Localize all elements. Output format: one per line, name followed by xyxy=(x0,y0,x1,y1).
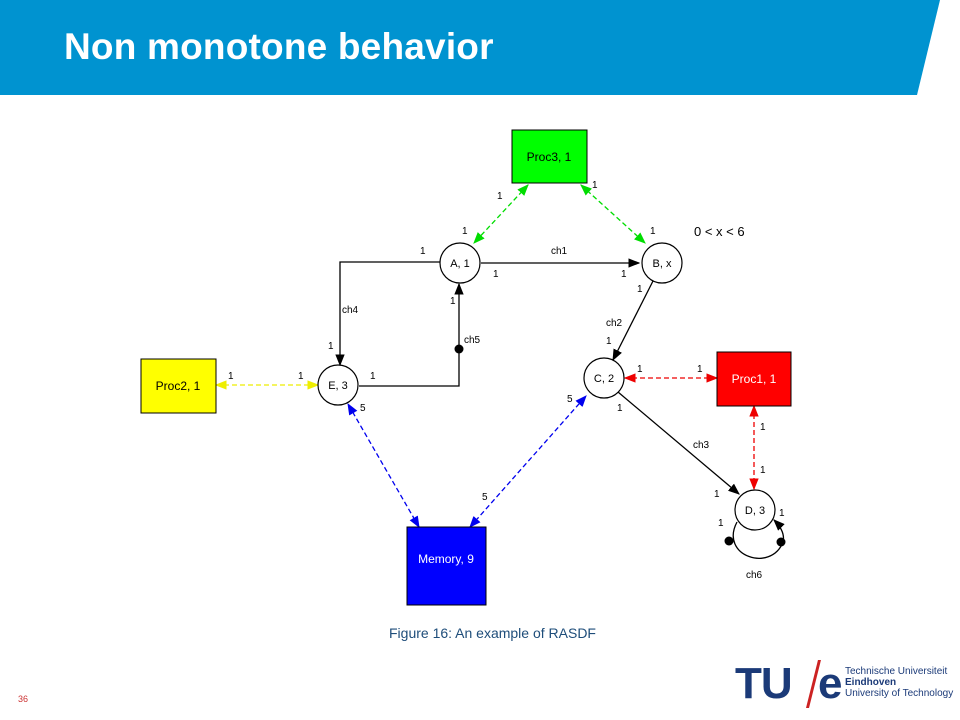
edge-memory-c xyxy=(469,395,587,528)
resource-proc1 xyxy=(716,351,792,407)
ch1-label: ch1 xyxy=(551,246,568,257)
resource-proc2-label: Proc2, 1 xyxy=(156,379,201,393)
header-band xyxy=(0,0,940,95)
resource-memory-label: Memory, 9 xyxy=(418,552,474,566)
tue-logo: TU e Technische Universiteit Eindhoven U… xyxy=(735,660,960,720)
rate-ch2-src: 1 xyxy=(637,284,643,295)
rate-proc3-b-res: 1 xyxy=(592,180,598,191)
logo-line-1: Technische Universiteit xyxy=(845,666,948,677)
actor-d-label: D, 3 xyxy=(745,505,765,517)
actor-a xyxy=(439,242,481,284)
edge-proc3-b xyxy=(580,184,646,244)
resource-proc2 xyxy=(140,358,217,414)
actor-e-label: E, 3 xyxy=(328,380,348,392)
logo-mark-tu: TU xyxy=(735,659,793,708)
rate-proc1-d-act: 1 xyxy=(760,465,766,476)
rate-ch4-dst: 1 xyxy=(328,341,334,352)
rate-ch2-dst: 1 xyxy=(606,336,612,347)
rate-proc2-res: 1 xyxy=(228,371,234,382)
channel-ch3 xyxy=(617,391,740,495)
header-background xyxy=(0,0,940,95)
rate-proc2-act: 1 xyxy=(298,371,304,382)
logo-text: Technische Universiteit Eindhoven Univer… xyxy=(845,666,953,699)
ch6-token-left xyxy=(724,536,734,546)
figure-caption: Figure 16: An example of RASDF xyxy=(389,625,596,641)
ch6-token-right xyxy=(776,537,786,547)
rate-proc1-c-res: 1 xyxy=(697,364,703,375)
constraint-label: 0 < x < 6 xyxy=(694,224,745,239)
edge-memory-e xyxy=(347,402,420,529)
actor-d xyxy=(734,489,776,531)
actor-b xyxy=(641,242,683,284)
rate-ch1-src: 1 xyxy=(493,269,499,280)
logo-mark-e: e xyxy=(818,659,843,708)
resource-proc3 xyxy=(511,129,588,184)
slide-title: Non monotone behavior xyxy=(64,26,494,67)
rate-proc1-c-act: 1 xyxy=(637,364,643,375)
edge-proc3-a xyxy=(473,184,529,244)
logo-line-2: Eindhoven xyxy=(845,677,897,688)
rate-ch5-src: 1 xyxy=(370,371,376,382)
ch5-token xyxy=(454,344,464,354)
resource-proc3-label: Proc3, 1 xyxy=(527,150,572,164)
logo-line-3: University of Technology xyxy=(845,688,954,699)
rate-proc1-d-res: 1 xyxy=(760,422,766,433)
channel-ch5 xyxy=(359,282,464,387)
ch6-label: ch6 xyxy=(746,570,763,581)
rate-proc3-b-act: 1 xyxy=(650,226,656,237)
rate-proc3-a-res: 1 xyxy=(497,191,503,202)
channel-ch6 xyxy=(732,519,785,559)
rate-proc3-a-act: 1 xyxy=(462,226,468,237)
ch2-label: ch2 xyxy=(606,318,623,329)
actor-e xyxy=(317,364,359,406)
resource-memory xyxy=(406,526,487,606)
actor-c xyxy=(583,357,625,399)
rate-mem-res: 5 xyxy=(482,492,488,503)
rate-ch3-dst: 1 xyxy=(714,489,720,500)
rate-ch4-src: 1 xyxy=(420,246,426,257)
channel-ch4 xyxy=(335,261,440,367)
rate-ch3-src: 1 xyxy=(617,403,623,414)
rate-ch6-src: 1 xyxy=(718,518,724,529)
rate-mem-c-act: 5 xyxy=(567,394,573,405)
rate-ch6-dst: 1 xyxy=(779,508,785,519)
rate-ch1-dst: 1 xyxy=(621,269,627,280)
rate-ch5-dst: 1 xyxy=(450,296,456,307)
channel-ch2 xyxy=(612,280,654,362)
slide-number: 36 xyxy=(18,694,29,704)
actor-b-label: B, x xyxy=(653,258,672,270)
actor-a-label: A, 1 xyxy=(450,258,470,270)
ch3-label: ch3 xyxy=(693,440,710,451)
ch4-label: ch4 xyxy=(342,305,359,316)
resource-proc1-label: Proc1, 1 xyxy=(732,372,777,386)
ch5-label: ch5 xyxy=(464,335,481,346)
actor-c-label: C, 2 xyxy=(594,373,614,385)
rate-mem-e-act: 5 xyxy=(360,403,366,414)
